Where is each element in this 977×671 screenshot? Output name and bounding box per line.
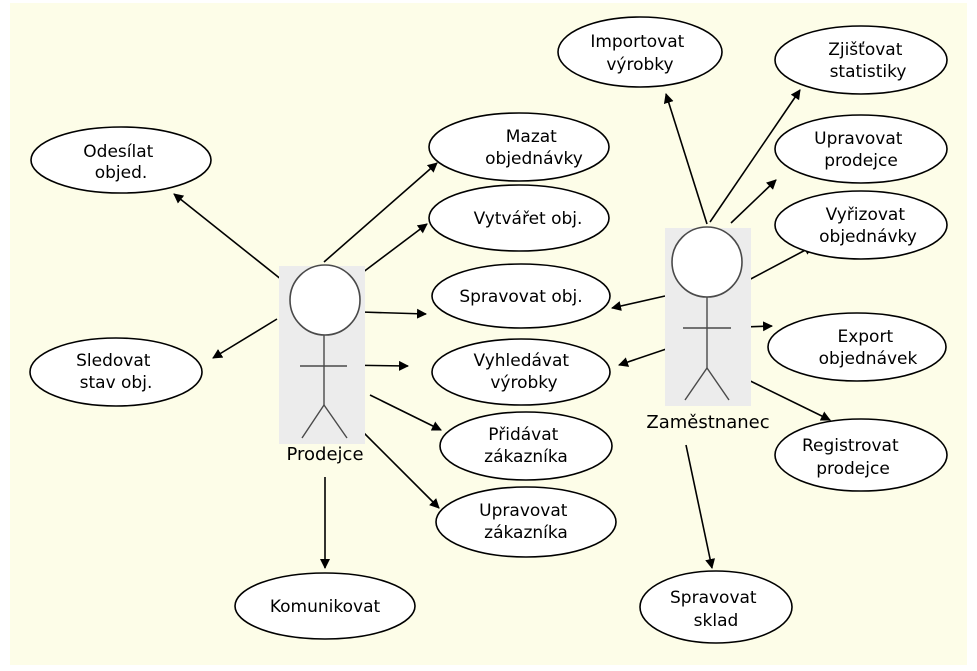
use-case-komunikovat-ellipse [234,572,416,640]
use-case-upravovat-prod: Upravovat prodejce [774,114,948,184]
use-case-odesilat-ellipse [30,126,212,194]
use-case-upravovat-prod-line-2: prodejce [824,151,898,171]
svg-text:Odesílat objed.: Odesílat objed. [83,142,158,183]
use-case-export-line-2: objednávek [819,349,918,369]
svg-text:Registrovat prodejce: Registrovat prodejce [802,436,904,479]
use-case-zjistovat-line-1: Zjišťovat [828,40,902,60]
use-case-vyhledavat-line-1: Vyhledávat [474,351,570,371]
use-case-pridavat-ellipse [439,411,613,481]
association-arrow-prodejce-to-sledovat [212,318,278,359]
association-arrow-zamestnanec-to-zjistovat [709,89,801,223]
use-case-registrovat: Registrovat prodejce [774,418,948,492]
use-case-upravovat-prod-line-1: Upravovat [814,129,903,149]
use-case-spravovat-sklad-ellipse [639,570,793,644]
actor-prodejce-left-leg [301,404,325,439]
use-case-vytvaret: Vytvářet obj. [428,184,610,252]
association-arrow-prodejce-to-odesilat [173,193,283,281]
use-case-odesilat-line-1: Odesílat [83,142,153,162]
association-arrow-prodejce-to-pridavat [369,394,442,431]
use-case-importovat-ellipse [557,16,723,88]
use-case-export-line-1: Export [837,327,893,347]
actor-zamestnanec-label: Zaměstnanec [646,412,769,433]
use-case-odesilat-line-2: objed. [95,163,148,183]
use-case-sledovat-ellipse [29,337,203,407]
use-case-zjistovat: Zjišťovat statistiky [774,25,948,95]
svg-text:Upravovat prodejce: Upravovat prodejce [814,129,908,171]
use-case-vyrizovat-ellipse [774,190,948,260]
svg-text:Mazat objednávky: Mazat objednávky [485,127,583,169]
actors: Prodejce Zaměstnanec [279,226,770,465]
actor-prodejce-right-leg [323,404,348,439]
association-arrow-zamestnanec-to-upravovat-prod [730,179,777,224]
use-case-vyhledavat: Vyhledávat výrobky [431,338,611,406]
use-case-sledovat: Sledovat stav obj. [29,337,203,407]
svg-text:Přidávat zákazníka: Přidávat zákazníka [484,425,568,467]
actor-prodejce: Prodejce [279,264,365,465]
actor-zamestnanec-left-leg [684,367,708,401]
actor-prodejce-head [289,264,361,336]
use-case-komunikovat: Komunikovat [234,572,416,640]
use-case-importovat-line-1: Importovat [590,32,684,52]
use-case-spravovat-obj-label: Spravovat obj. [459,287,582,307]
use-case-mazat-ellipse [428,112,610,182]
use-case-mazat-line-1: Mazat [506,127,557,147]
use-case-vyhledavat-line-2: výrobky [490,373,557,393]
use-case-importovat: Importovat výrobky [557,16,723,88]
svg-text:Zjišťovat statistiky: Zjišťovat statistiky [828,40,908,82]
use-case-komunikovat-label: Komunikovat [270,597,381,617]
use-case-spravovat-sklad-line-2: sklad [694,611,739,631]
use-case-zjistovat-ellipse [774,25,948,95]
svg-text:Export objednávek: Export objednávek [819,327,918,369]
actor-zamestnanec-right-leg [706,367,730,401]
use-case-spravovat-obj: Spravovat obj. [431,263,611,329]
svg-text:Sledovat stav obj.: Sledovat stav obj. [76,351,156,393]
use-case-pridavat: Přidávat zákazníka [439,411,613,481]
association-arrow-zamestnanec-to-spravovat-obj [611,295,666,311]
association-arrow-prodejce-to-mazat [323,162,438,263]
use-case-sledovat-line-1: Sledovat [76,351,151,371]
use-case-mazat-line-2: objednávky [485,149,583,169]
use-case-export-ellipse [767,312,947,382]
use-case-sledovat-line-2: stav obj. [80,373,153,393]
use-case-registrovat-line-1: Registrovat [802,436,899,456]
svg-text:Vyhledávat výrobky: Vyhledávat výrobky [474,351,575,393]
use-case-spravovat-sklad: Spravovat sklad [639,570,793,644]
use-case-registrovat-ellipse [774,418,948,492]
use-case-mazat: Mazat objednávky [428,112,610,182]
use-case-vyrizovat: Vyřizovat objednávky [774,190,948,260]
use-case-upravovat-zak-ellipse [435,486,617,558]
association-arrow-zamestnanec-to-importovat [663,93,708,225]
use-case-vyrizovat-line-1: Vyřizovat [826,205,906,225]
use-case-spravovat-obj-ellipse [431,263,611,329]
use-case-export: Export objednávek [767,312,947,382]
use-case-upravovat-zak-line-2: zákazníka [484,523,568,543]
svg-text:Upravovat zákazníka: Upravovat zákazníka [479,501,573,543]
association-arrow-prodejce-to-spravovat-obj [360,308,427,319]
use-case-importovat-line-2: výrobky [606,55,673,75]
use-case-vytvaret-ellipse [428,184,610,252]
use-case-vyrizovat-line-2: objednávky [819,227,917,247]
use-case-spravovat-sklad-line-1: Spravovat [670,588,757,608]
use-case-pridavat-line-1: Přidávat [488,425,558,445]
actor-zamestnanec: Zaměstnanec [646,226,770,433]
use-case-upravovat-zak-line-1: Upravovat [479,501,568,521]
svg-text:Importovat výrobky: Importovat výrobky [590,32,689,75]
use-case-registrovat-line-2: prodejce [816,459,890,479]
use-cases: Odesílat objed. Sledovat stav obj. Mazat… [29,16,948,644]
use-case-vytvaret-label: Vytvářet obj. [474,209,583,229]
use-case-upravovat-prod-ellipse [774,114,948,184]
use-case-vyhledavat-ellipse [431,338,611,406]
svg-text:Vyřizovat objednávky: Vyřizovat objednávky [819,205,917,247]
association-arrow-zamestnanec-to-vyrizovat [744,245,814,283]
svg-text:Spravovat sklad: Spravovat sklad [670,588,762,631]
use-case-zjistovat-line-2: statistiky [830,62,907,82]
actor-prodejce-label: Prodejce [286,444,363,465]
use-case-upravovat-zak: Upravovat zákazníka [435,486,617,558]
association-arrow-zamestnanec-to-spravovat-sklad [685,444,716,569]
use-case-pridavat-line-2: zákazníka [484,447,568,467]
use-case-odesilat: Odesílat objed. [30,126,212,194]
actor-zamestnanec-head [671,226,743,298]
